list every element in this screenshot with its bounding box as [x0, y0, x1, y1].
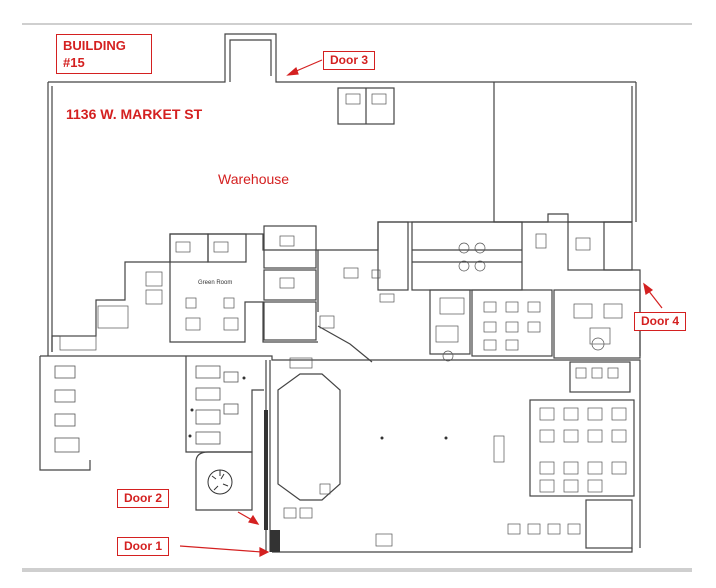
green-room-label: Green Room: [198, 280, 233, 286]
address-label: 1136 W. MARKET ST: [66, 106, 203, 122]
door-arrows: [179, 59, 663, 557]
warehouse-label: Warehouse: [218, 171, 290, 187]
door-3-callout[interactable]: Door 3: [323, 51, 376, 70]
building-label-line1: BUILDING: [63, 38, 126, 53]
building-label-line2: #15: [63, 55, 85, 70]
tree-icon: [207, 469, 233, 495]
door-4-callout[interactable]: Door 4: [634, 312, 687, 331]
door-1-callout[interactable]: Door 1: [117, 537, 170, 556]
building-label: BUILDING #15: [56, 34, 152, 74]
door-2-callout[interactable]: Door 2: [117, 489, 170, 508]
building-walls: [39, 33, 641, 553]
furniture: [59, 93, 627, 547]
parking-spaces: [54, 365, 239, 453]
fixtures: [188, 376, 448, 552]
